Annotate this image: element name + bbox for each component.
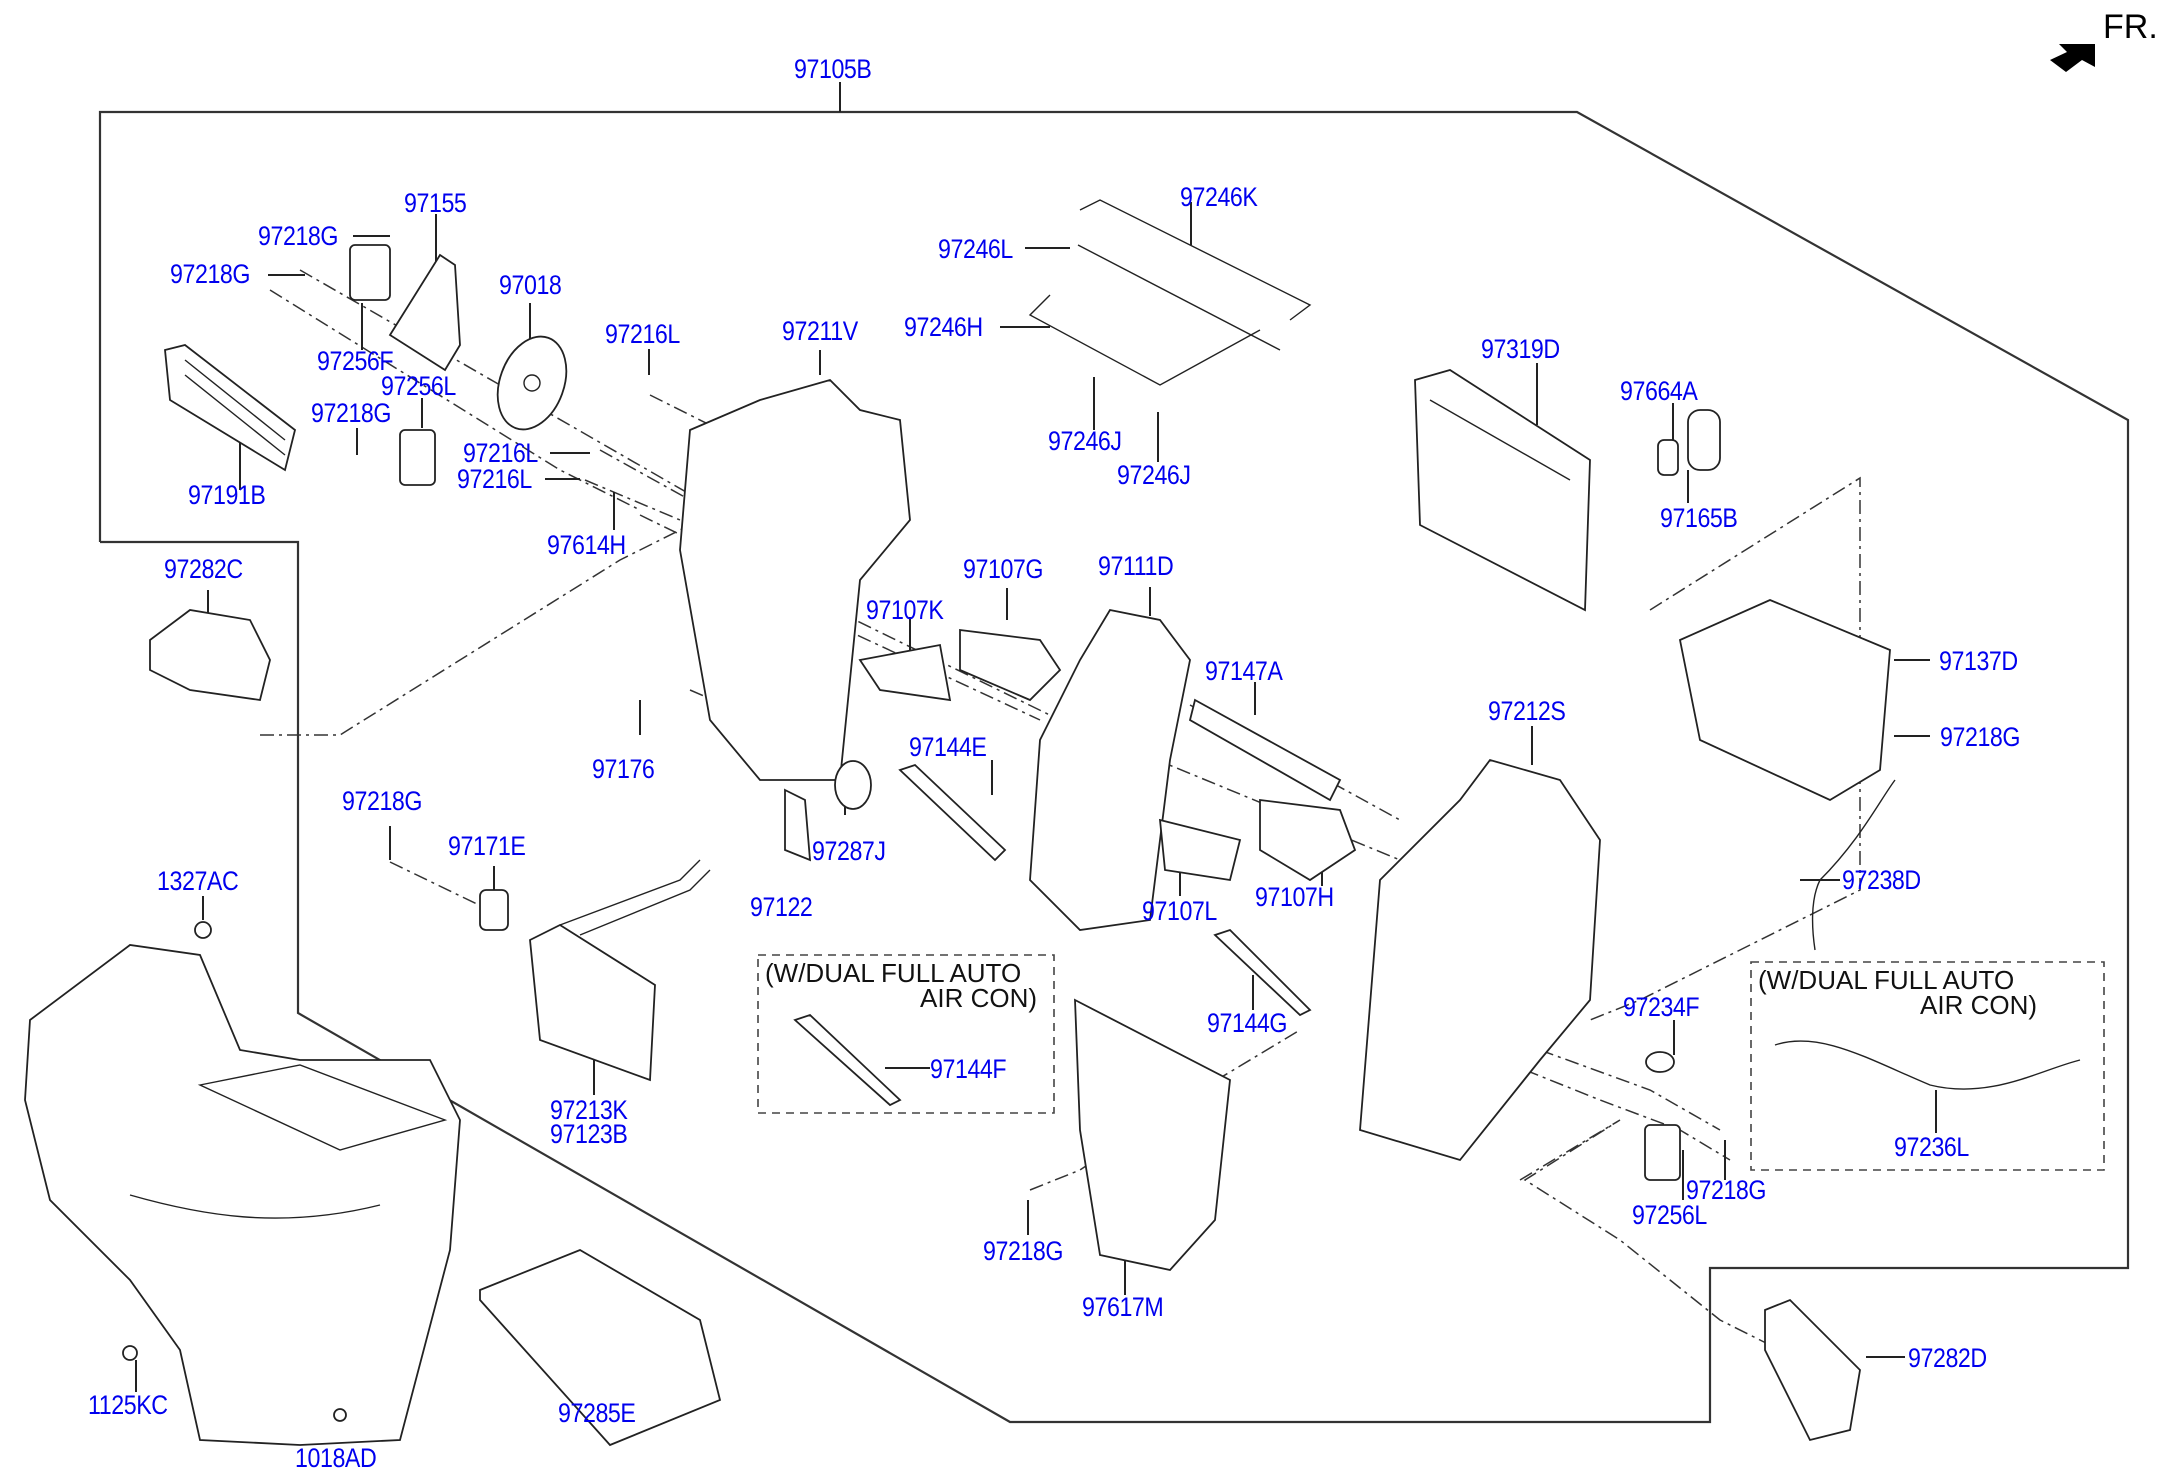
callout-97144E[interactable]: 97144E xyxy=(909,732,987,762)
callout-97107G[interactable]: 97107G xyxy=(963,554,1044,584)
callout-97218G[interactable]: 97218G xyxy=(983,1236,1064,1266)
part-97213K-heater-core xyxy=(529,859,711,1082)
callout-97218G[interactable]: 97218G xyxy=(311,398,392,428)
part-97238D-hose xyxy=(1811,779,1896,951)
callout-97256L[interactable]: 97256L xyxy=(381,371,456,401)
part-97282C-duct xyxy=(149,609,271,702)
part-97246-seals xyxy=(1028,199,1312,386)
callout-97105B[interactable]: 97105B xyxy=(794,54,872,84)
part-heater-blower-assembly xyxy=(24,944,461,1446)
callout-97171E[interactable]: 97171E xyxy=(448,831,526,861)
callout-1327AC[interactable]: 1327AC xyxy=(157,866,239,896)
callout-97236L[interactable]: 97236L xyxy=(1894,1132,1969,1162)
part-97282D-duct xyxy=(1764,1298,1861,1442)
front-direction-label: FR. xyxy=(2103,8,2158,46)
fastener-1018AD xyxy=(333,1408,347,1422)
callout-97155[interactable]: 97155 xyxy=(404,188,467,218)
callout-97144G[interactable]: 97144G xyxy=(1207,1008,1288,1038)
callout-97165B[interactable]: 97165B xyxy=(1660,503,1738,533)
callout-97256L[interactable]: 97256L xyxy=(1632,1200,1707,1230)
part-97107G-door xyxy=(959,628,1062,702)
part-97617M-duct xyxy=(1074,998,1231,1271)
callout-97256F[interactable]: 97256F xyxy=(317,346,394,376)
callout-97216L[interactable]: 97216L xyxy=(457,464,532,494)
callout-97212S[interactable]: 97212S xyxy=(1488,696,1566,726)
callout-97246J[interactable]: 97246J xyxy=(1117,460,1191,490)
fastener-1125KC xyxy=(122,1345,138,1361)
callout-97191B[interactable]: 97191B xyxy=(188,480,266,510)
option-note-right-line2: AIR CON) xyxy=(1920,990,2037,1020)
callout-97218G[interactable]: 97218G xyxy=(170,259,251,289)
callout-97144F[interactable]: 97144F xyxy=(930,1054,1007,1084)
callout-97246H[interactable]: 97246H xyxy=(904,312,983,342)
front-direction-arrow-icon xyxy=(2050,44,2095,72)
callout-97617M[interactable]: 97617M xyxy=(1082,1292,1164,1322)
option-box-left xyxy=(757,954,1055,1114)
callout-97147A[interactable]: 97147A xyxy=(1205,656,1283,686)
part-97285E-cover xyxy=(479,1249,722,1447)
part-97122-bracket xyxy=(784,788,812,862)
part-97018-fan xyxy=(496,335,568,431)
part-97664A-97165B-seals xyxy=(1657,409,1721,476)
callout-97285E[interactable]: 97285E xyxy=(558,1398,636,1428)
callout-97664A[interactable]: 97664A xyxy=(1620,376,1698,406)
callout-97282C[interactable]: 97282C xyxy=(164,554,243,584)
callout-97213K[interactable]: 97213K xyxy=(550,1095,628,1125)
option-note-right-line1: (W/DUAL FULL AUTO xyxy=(1758,965,2015,995)
callout-1125KC[interactable]: 1125KC xyxy=(88,1390,168,1420)
callout-97319D[interactable]: 97319D xyxy=(1481,334,1560,364)
part-97234F-cap xyxy=(1645,1051,1675,1073)
callout-97218G[interactable]: 97218G xyxy=(258,221,339,251)
part-97236L-hose xyxy=(1774,1040,2081,1090)
callout-97123B[interactable]: 97123B xyxy=(550,1119,628,1149)
part-97212S-case xyxy=(1359,758,1601,1162)
callout-97107K[interactable]: 97107K xyxy=(866,595,944,625)
part-97144F-door xyxy=(793,1013,902,1107)
callout-97246J[interactable]: 97246J xyxy=(1048,426,1122,456)
callout-97218G[interactable]: 97218G xyxy=(1686,1175,1767,1205)
part-97111D-case xyxy=(1029,608,1191,931)
part-97191B-air-filter xyxy=(164,344,297,472)
callout-97111D[interactable]: 97111D xyxy=(1098,551,1174,581)
part-97211V-case xyxy=(679,378,911,781)
part-97287J-seal xyxy=(834,760,872,810)
callout-97234F[interactable]: 97234F xyxy=(1623,992,1700,1022)
callout-97137D[interactable]: 97137D xyxy=(1939,646,2018,676)
callout-97122[interactable]: 97122 xyxy=(750,892,813,922)
option-note-left-line1: (W/DUAL FULL AUTO xyxy=(765,958,1022,988)
callout-97238D[interactable]: 97238D xyxy=(1842,865,1921,895)
callout-97107L[interactable]: 97107L xyxy=(1142,896,1217,926)
part-97107L-door xyxy=(1158,818,1242,882)
part-97144E-door xyxy=(898,763,1007,862)
part-97144G-door xyxy=(1213,928,1312,1017)
callout-97246K[interactable]: 97246K xyxy=(1180,182,1258,212)
part-97256L-actuator xyxy=(399,429,436,486)
callout-1018AD[interactable]: 1018AD xyxy=(295,1443,377,1473)
part-97256F-actuator xyxy=(349,244,391,301)
part-97256L-actuator-lower xyxy=(1644,1124,1681,1181)
callout-97287J[interactable]: 97287J xyxy=(812,836,886,866)
part-97107K-door xyxy=(858,643,952,702)
part-97107H-door xyxy=(1259,798,1357,882)
callout-97246L[interactable]: 97246L xyxy=(938,234,1013,264)
callout-97018[interactable]: 97018 xyxy=(499,270,562,300)
callout-97216L[interactable]: 97216L xyxy=(605,319,680,349)
option-note-left-line2: AIR CON) xyxy=(920,983,1037,1013)
fastener-1327AC xyxy=(194,921,212,939)
assembly-frame xyxy=(98,110,2130,1424)
part-97171E-valve xyxy=(479,889,509,931)
callout-97282D[interactable]: 97282D xyxy=(1908,1343,1987,1373)
callout-97614H[interactable]: 97614H xyxy=(547,530,626,560)
callout-97211V[interactable]: 97211V xyxy=(782,316,858,346)
part-97155-bracket xyxy=(388,253,461,372)
callout-97218G[interactable]: 97218G xyxy=(342,786,423,816)
callout-97216L[interactable]: 97216L xyxy=(463,438,538,468)
callout-97218G[interactable]: 97218G xyxy=(1940,722,2021,752)
part-97137D-case xyxy=(1678,599,1891,802)
part-97147A-door xyxy=(1188,698,1342,802)
callout-97176[interactable]: 97176 xyxy=(592,754,655,784)
callout-97107H[interactable]: 97107H xyxy=(1255,882,1334,912)
part-97319D-evaporator xyxy=(1414,369,1591,612)
